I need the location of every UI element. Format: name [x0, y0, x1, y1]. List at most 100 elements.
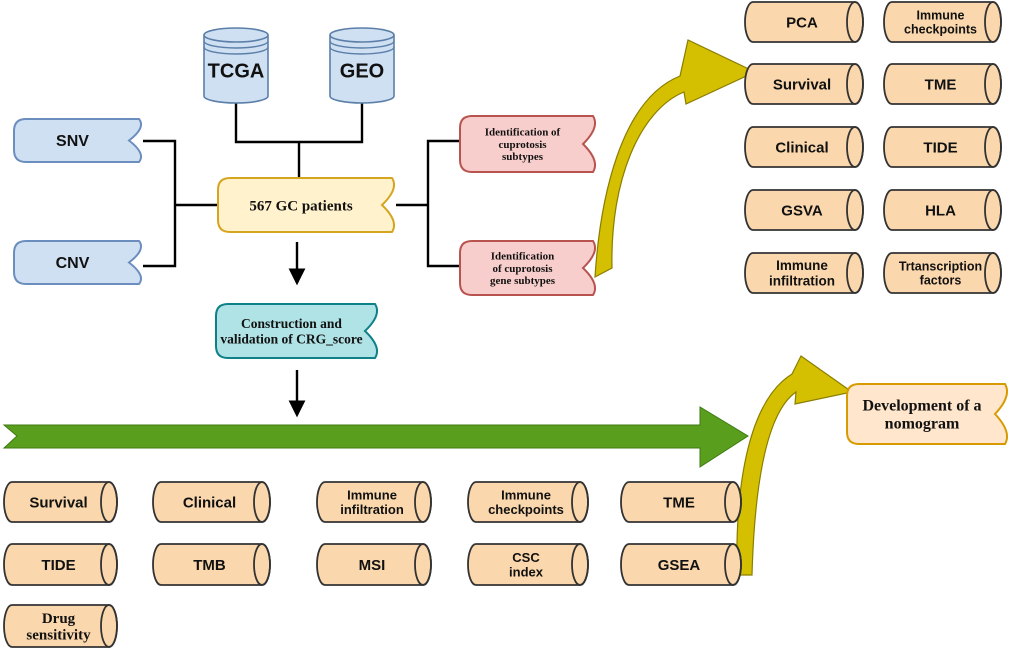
nomogram-node-label-line: Development of a	[862, 398, 981, 415]
right-analysis-col2-0-label-line: checkpoints	[904, 22, 977, 36]
bottom-analysis-0: Survival	[3, 481, 118, 523]
bottom-analysis-1-label: Clinical	[183, 494, 236, 511]
cuprotosis-gene-subtypes-node-label-line: Identification	[491, 251, 555, 263]
right-analysis-3-label-line: GSVA	[781, 202, 823, 219]
right-analysis-1-label: Survival	[773, 76, 831, 93]
bottom-analysis-row2-0: TIDE	[3, 543, 118, 586]
gc-patients-node: 567 GC patients	[217, 177, 395, 233]
bottom-analysis-row2-4: GSEA	[620, 543, 742, 586]
right-analysis-col2-3-label: HLA	[925, 202, 956, 219]
bottom-analysis-row2-2: MSI	[316, 543, 432, 586]
cuprotosis-subtypes-node-label-line: Identification of	[485, 127, 561, 139]
bottom-analysis-3-label-line: checkpoints	[488, 502, 564, 517]
bottom-analysis-4-label-line: TME	[663, 494, 695, 511]
bottom-analysis-3-label-line: Immune	[501, 487, 551, 502]
right-analysis-col2-4-label-line: factors	[920, 273, 962, 287]
bottom-analysis-row2-1-label: TMB	[193, 557, 226, 574]
right-analysis-col2-2-label-line: TIDE	[923, 139, 957, 156]
right-analysis-1-label-line: Survival	[773, 76, 831, 93]
right-analysis-col2-3: HLA	[883, 189, 1002, 231]
right-analysis-2-label-line: Clinical	[775, 139, 828, 156]
snv-input: SNV	[13, 118, 142, 163]
pathway-arrow	[2, 406, 749, 468]
right-analysis-col2-4-label-line: Trtanscription	[899, 259, 982, 273]
right-analysis-2: Clinical	[744, 126, 864, 168]
right-analysis-col2-0-label-line: Immune	[917, 8, 965, 22]
bottom-analysis-0-label: Survival	[29, 494, 87, 511]
right-analysis-0-label-line: PCA	[786, 14, 818, 31]
right-analysis-4-label-line: Immune	[776, 258, 828, 273]
bottom-analysis-row2-3-label-line: CSC	[512, 550, 540, 565]
cnv-input-label: CNV	[56, 255, 90, 272]
bottom-analysis-2-label-line: infiltration	[340, 502, 404, 517]
nomogram-node-label-line: nomogram	[885, 416, 960, 433]
cuprotosis-subtypes-node-label-line: subtypes	[502, 151, 544, 163]
right-analysis-col2-2: TIDE	[883, 126, 1002, 168]
bottom-analysis-row2-1: TMB	[152, 543, 271, 586]
bottom-analysis-row2-2-label-line: MSI	[359, 557, 386, 574]
db-merge-line	[234, 103, 364, 144]
bottom-analysis-row2-0-label-line: TIDE	[41, 557, 75, 574]
subtype-bracket-line	[426, 139, 460, 268]
right-analysis-0-label: PCA	[786, 14, 818, 31]
bottom-analysis-row2-0-label: TIDE	[41, 557, 75, 574]
cuprotosis-gene-subtypes-node-label-line: of cuprotosis	[493, 263, 554, 275]
to-nomogram-arrow	[736, 355, 854, 576]
right-analysis-col2-1-label: TME	[925, 76, 957, 93]
to-subtype-analysis-arrow	[594, 39, 757, 279]
drug-sensitivity-analysis-label-line: sensitivity	[26, 628, 91, 644]
bottom-analysis-row2-4-label: GSEA	[658, 557, 701, 574]
crg-score-node-label-line: Construction and	[241, 316, 342, 331]
bottom-analysis-row2-3-label-line: index	[509, 564, 544, 579]
bottom-analysis-1: Clinical	[152, 481, 271, 523]
right-analysis-col2-3-label-line: HLA	[925, 202, 956, 219]
right-analysis-col2-1-label-line: TME	[925, 76, 957, 93]
bottom-analysis-0-label-line: Survival	[29, 494, 87, 511]
crg-score-node-label-line: validation of CRG_score	[220, 331, 362, 346]
snv-input-label-line: SNV	[56, 133, 89, 150]
bottom-analysis-1-label-line: Clinical	[183, 494, 236, 511]
right-analysis-3-label: GSVA	[781, 202, 823, 219]
bottom-analysis-2-label-line: Immune	[347, 487, 397, 502]
connector-lines	[143, 103, 460, 418]
bottom-analysis-row2-4-label-line: GSEA	[658, 557, 701, 574]
cnv-input: CNV	[13, 240, 142, 285]
right-analysis-0: PCA	[744, 1, 864, 43]
gc-patients-node-label-line: 567 GC patients	[249, 198, 353, 214]
right-analysis-col2-1: TME	[883, 63, 1002, 105]
right-analysis-col2-2-label: TIDE	[923, 139, 957, 156]
cuprotosis-gene-subtypes-node-label-line: gene subtypes	[490, 275, 556, 287]
bottom-analysis-row2-1-label-line: TMB	[193, 557, 226, 574]
right-analysis-4-label-line: infiltration	[769, 273, 835, 288]
gc-patients-node-label: 567 GC patients	[249, 198, 353, 214]
input-bracket-line	[143, 139, 177, 268]
geo-database: GEO	[329, 27, 395, 104]
drug-sensitivity-analysis-label-line: Drug	[42, 611, 76, 627]
bottom-analysis-row2-2-label: MSI	[359, 557, 386, 574]
tcga-database-label: TCGA	[208, 61, 265, 83]
cuprotosis-subtypes-node-label-line: cuprotosis	[498, 139, 547, 151]
cnv-input-label-line: CNV	[56, 255, 90, 272]
right-analysis-2-label: Clinical	[775, 139, 828, 156]
bottom-analysis-4-label: TME	[663, 494, 695, 511]
